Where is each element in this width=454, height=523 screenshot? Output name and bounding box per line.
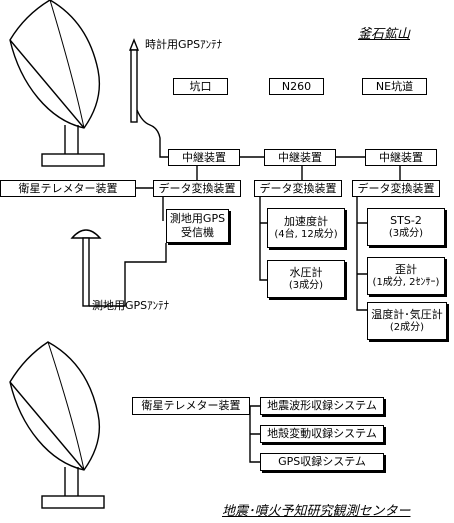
accelerometer-detail: (4台, 12成分) bbox=[274, 228, 338, 240]
data-converter-1: データ変換装置 bbox=[153, 180, 241, 197]
satellite-telemeter-top: 衛星テレメター装置 bbox=[0, 180, 136, 197]
accelerometer-name: 加速度計 bbox=[284, 214, 328, 228]
crustal-deformation-recording-system: 地殻変動収録システム bbox=[260, 425, 384, 443]
water-pressure-detail: (3成分) bbox=[288, 279, 324, 291]
satellite-dish-bottom-icon bbox=[9, 341, 105, 509]
strainmeter: 歪計 (1成分, 2ｾﾝｻｰ) bbox=[367, 257, 445, 295]
thermo-baro-detail: (2成分) bbox=[389, 321, 425, 333]
satellite-telemeter-bottom: 衛星テレメター装置 bbox=[132, 397, 250, 415]
gps-recording-system: GPS収録システム bbox=[260, 453, 384, 471]
strainmeter-name: 歪計 bbox=[395, 262, 417, 276]
survey-gps-receiver: 測地用GPS 受信機 bbox=[166, 209, 229, 243]
relay-device-3: 中継装置 bbox=[365, 149, 437, 166]
site-title: 釜石鉱山 bbox=[358, 27, 411, 42]
water-pressure-name: 水圧計 bbox=[289, 265, 323, 279]
data-converter-2: データ変換装置 bbox=[254, 180, 342, 197]
survey-gps-antenna-icon bbox=[70, 229, 102, 307]
data-converter-3: データ変換装置 bbox=[352, 180, 440, 197]
thermo-baro-name: 温度計･気圧計 bbox=[371, 307, 443, 321]
relay-device-2: 中継装置 bbox=[264, 149, 336, 166]
relay-device-1: 中継装置 bbox=[168, 149, 240, 166]
gps-receiver-line1: 測地用GPS bbox=[169, 212, 226, 226]
strainmeter-detail: (1成分, 2ｾﾝｻｰ) bbox=[372, 276, 440, 288]
sts2-detail: (3成分) bbox=[388, 227, 424, 239]
center-title: 地震･噴火予知研究観測センター bbox=[222, 504, 411, 519]
clock-gps-antenna-label: 時計用GPSｱﾝﾃﾅ bbox=[145, 38, 223, 51]
accelerometer: 加速度計 (4台, 12成分) bbox=[267, 208, 345, 248]
sts2-seismometer: STS-2 (3成分) bbox=[367, 208, 445, 246]
clock-gps-antenna-icon bbox=[128, 38, 140, 123]
survey-gps-antenna-label: 測地用GPSｱﾝﾃﾅ bbox=[92, 299, 170, 312]
seismic-waveform-recording-system: 地震波形収録システム bbox=[260, 397, 384, 415]
location-ne-tunnel: NE坑道 bbox=[362, 78, 427, 95]
sts2-name: STS-2 bbox=[390, 213, 422, 227]
satellite-dish-top-icon bbox=[9, 0, 105, 167]
thermometer-barometer: 温度計･気圧計 (2成分) bbox=[367, 302, 447, 340]
location-tunnel-entrance: 坑口 bbox=[173, 78, 228, 95]
location-n260: N260 bbox=[269, 78, 324, 95]
gps-receiver-line2: 受信機 bbox=[181, 226, 214, 239]
water-pressure-gauge: 水圧計 (3成分) bbox=[267, 260, 345, 298]
